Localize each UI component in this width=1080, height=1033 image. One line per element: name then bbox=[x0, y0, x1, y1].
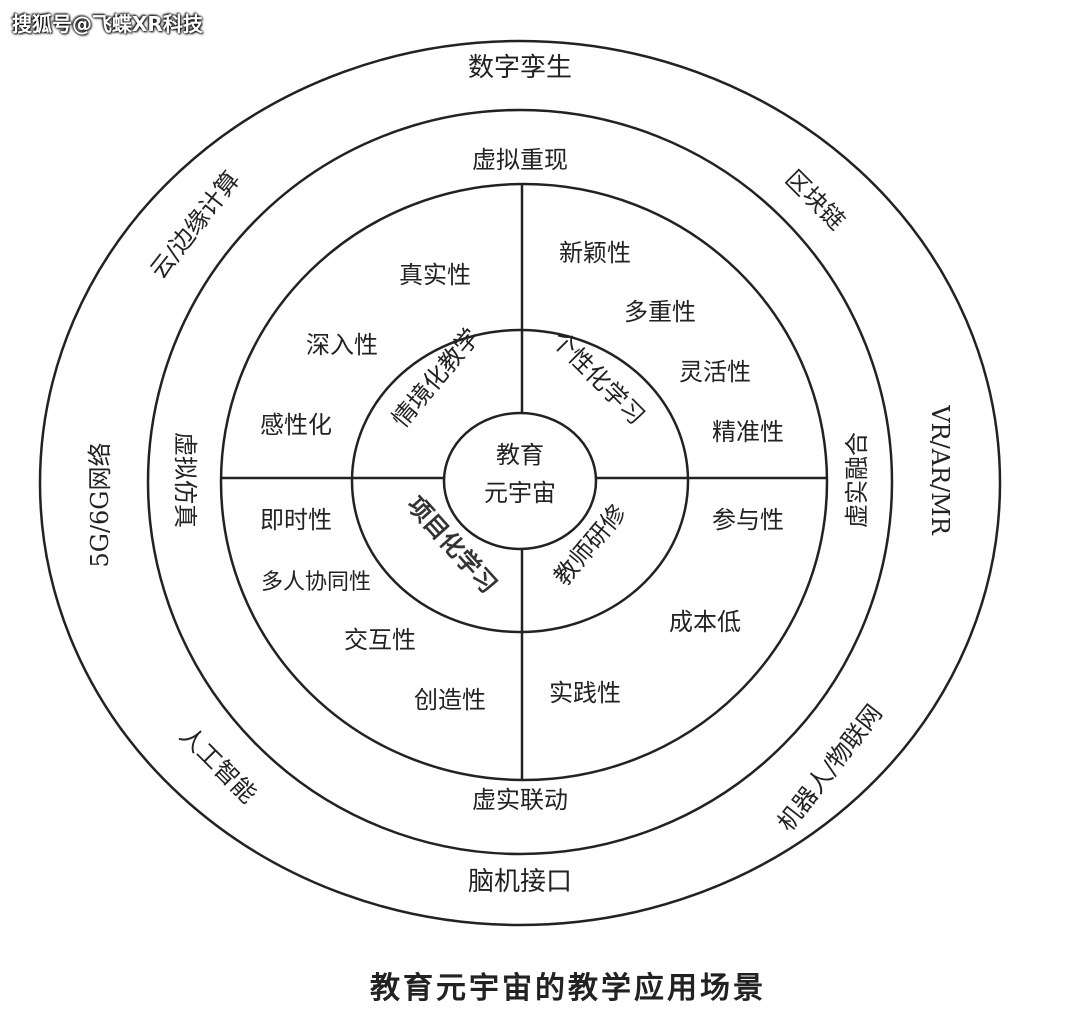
diagram-caption: 教育元宇宙的教学应用场景 bbox=[370, 971, 766, 1006]
quality-label: 参与性 bbox=[712, 506, 784, 534]
quality-label: 灵活性 bbox=[679, 358, 751, 386]
third-ring bbox=[219, 182, 829, 782]
watermark: 搜狐号@飞蝶XR科技 bbox=[12, 12, 203, 36]
second-ring-label: 虚拟仿真 bbox=[171, 432, 199, 528]
quality-label: 感性化 bbox=[260, 411, 332, 439]
outer-label: 数字孪生 bbox=[467, 53, 573, 83]
second-ring bbox=[146, 108, 894, 856]
inner-ring bbox=[350, 328, 690, 634]
quality-label: 多人协同性 bbox=[260, 570, 372, 595]
quality-label: 创造性 bbox=[414, 686, 486, 714]
outer-label: 5G/6G网络 bbox=[86, 442, 114, 568]
outer-ring bbox=[38, 39, 1002, 927]
quality-label: 新颖性 bbox=[559, 239, 631, 267]
second-ring-label: 虚实融合 bbox=[843, 432, 871, 528]
center-label: 元宇宙 bbox=[484, 479, 556, 507]
quality-label: 实践性 bbox=[549, 679, 621, 707]
outer-label: VR/AR/MR bbox=[926, 405, 954, 535]
quality-label: 成本低 bbox=[669, 608, 741, 636]
second-ring-label: 虚实联动 bbox=[472, 786, 568, 814]
quality-label: 即时性 bbox=[260, 506, 332, 534]
quality-label: 交互性 bbox=[344, 626, 416, 654]
center-circle bbox=[442, 411, 598, 551]
quality-label: 精准性 bbox=[712, 418, 784, 446]
quality-label: 深入性 bbox=[306, 331, 378, 359]
quality-label: 多重性 bbox=[624, 298, 696, 326]
quality-label: 真实性 bbox=[399, 261, 471, 289]
outer-label: 脑机接口 bbox=[467, 867, 573, 897]
center-label: 教育 bbox=[496, 441, 544, 469]
second-ring-label: 虚拟重现 bbox=[472, 146, 568, 174]
